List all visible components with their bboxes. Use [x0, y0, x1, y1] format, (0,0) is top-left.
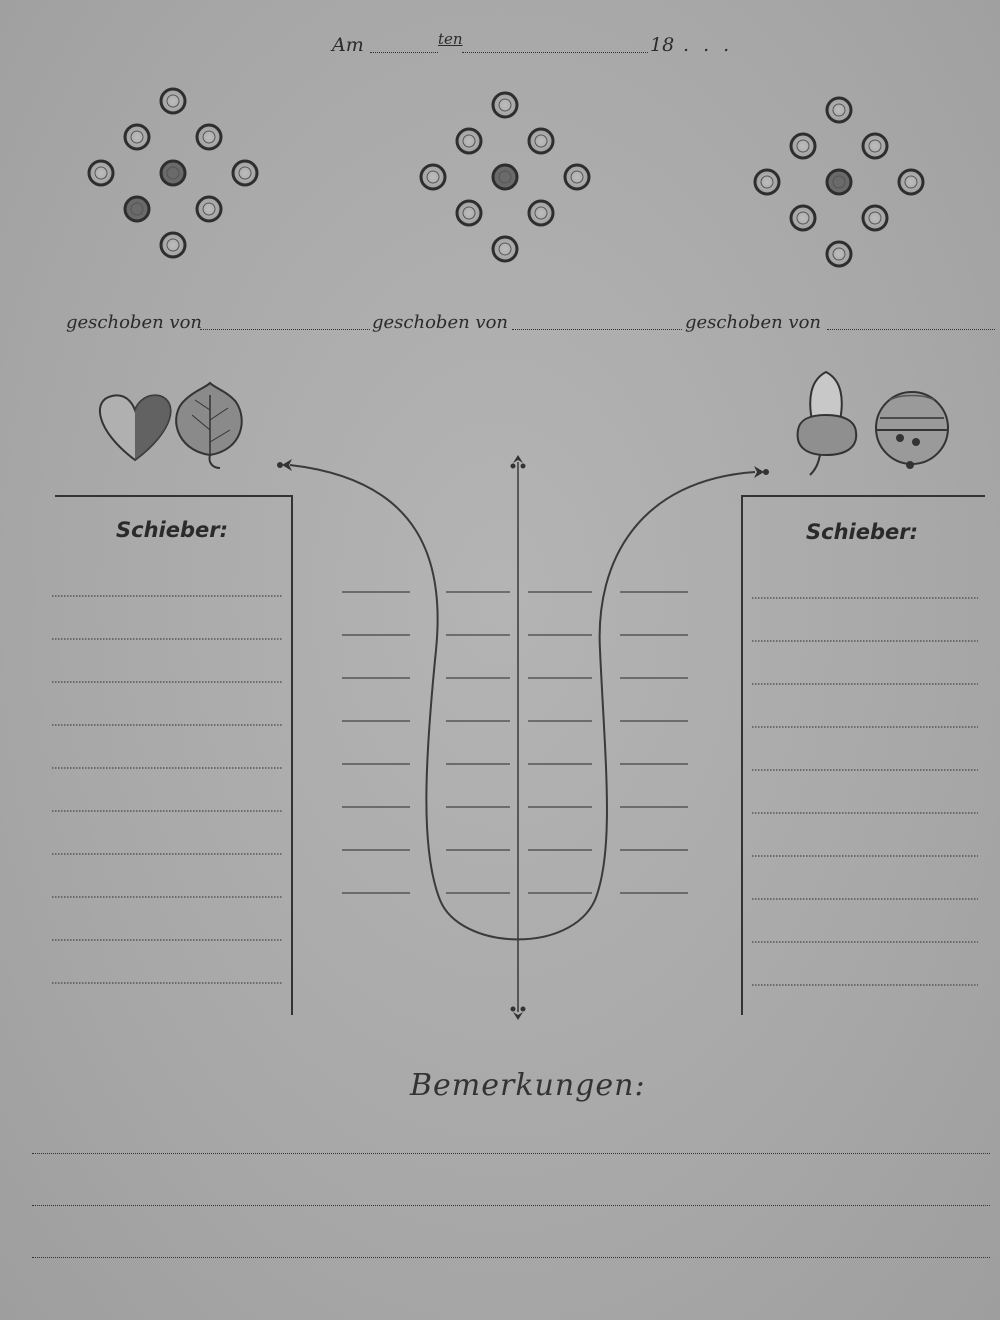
fleur-top-icon	[510, 455, 526, 469]
pushed-by-label-2: geschoben von	[372, 312, 509, 333]
ring-2-8	[527, 199, 555, 227]
ring-3-6	[897, 168, 925, 196]
left-column-frame	[55, 495, 293, 1015]
left-schieber-title: Schieber:	[116, 518, 228, 542]
right-column-frame	[741, 495, 985, 1015]
ring-3-2	[789, 132, 817, 160]
date-day-field[interactable]	[370, 52, 438, 53]
heart-icon	[98, 394, 172, 462]
left-arrow-icon	[277, 459, 292, 471]
pushed-by-label-1: geschoben von	[66, 312, 203, 333]
scoring-curve	[289, 464, 756, 941]
right-arrow-icon	[754, 466, 769, 478]
pushed-by-field-2[interactable]	[512, 329, 682, 330]
remarks-line-1[interactable]	[32, 1153, 990, 1154]
date-ten-label: ten	[438, 30, 463, 48]
bell-icon	[875, 391, 949, 469]
ring-1-6	[231, 159, 259, 187]
remarks-title: Bemerkungen:	[410, 1068, 646, 1103]
ring-3-9	[825, 240, 853, 268]
ring-3-8	[861, 204, 889, 232]
ring-3-4	[753, 168, 781, 196]
ring-3-7	[789, 204, 817, 232]
ring-1-1	[159, 87, 187, 115]
remarks-line-3[interactable]	[32, 1257, 990, 1258]
right-schieber-title: Schieber:	[806, 520, 918, 544]
ring-1-2	[123, 123, 151, 151]
date-year-field[interactable]: . . .	[683, 34, 734, 56]
ring-1-9	[159, 231, 187, 259]
remarks-line-2[interactable]	[32, 1205, 990, 1206]
ring-1-7	[123, 195, 151, 223]
fleur-bottom-icon	[510, 1006, 526, 1020]
ring-2-4	[419, 163, 447, 191]
ring-1-5	[159, 159, 187, 187]
date-am-label: Am	[332, 34, 364, 56]
ring-2-5	[491, 163, 519, 191]
pushed-by-label-3: geschoben von	[685, 312, 822, 333]
ring-2-7	[455, 199, 483, 227]
date-month-field[interactable]	[462, 52, 648, 53]
date-year-label: 18	[650, 34, 675, 56]
ring-1-4	[87, 159, 115, 187]
ring-1-8	[195, 195, 223, 223]
ring-2-6	[563, 163, 591, 191]
ring-2-1	[491, 91, 519, 119]
pushed-by-field-1[interactable]	[200, 329, 370, 330]
ring-1-3	[195, 123, 223, 151]
acorn-icon	[796, 370, 858, 476]
ring-3-1	[825, 96, 853, 124]
pushed-by-field-3[interactable]	[827, 329, 995, 330]
ring-2-3	[527, 127, 555, 155]
leaf-icon	[175, 381, 243, 469]
ring-2-2	[455, 127, 483, 155]
ring-3-3	[861, 132, 889, 160]
ring-2-9	[491, 235, 519, 263]
ring-3-5	[825, 168, 853, 196]
